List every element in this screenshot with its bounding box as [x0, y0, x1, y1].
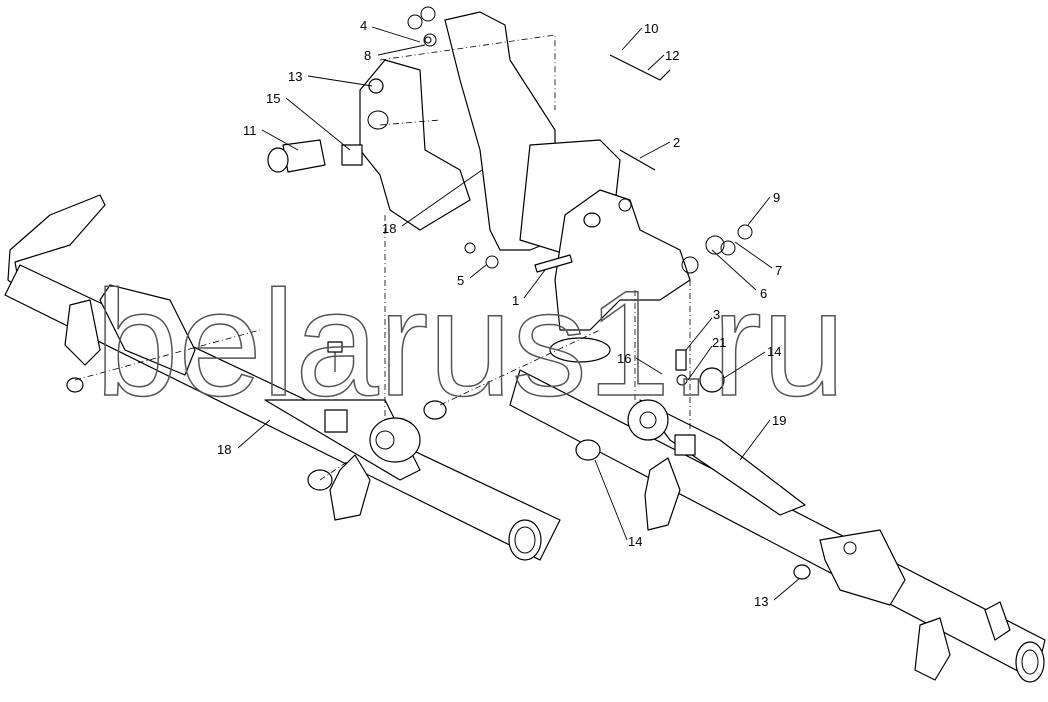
callout-3: 3 — [713, 307, 720, 322]
callout-6: 6 — [760, 286, 767, 301]
callout-19: 19 — [772, 413, 786, 428]
callout-21: 21 — [712, 335, 726, 350]
callout-13: 13 — [288, 69, 302, 84]
callout-1: 1 — [512, 293, 519, 308]
callout-18-bottom: 18 — [217, 442, 231, 457]
callout-7: 7 — [775, 263, 782, 278]
callout-16: 16 — [617, 351, 631, 366]
callout-12: 12 — [665, 48, 679, 63]
callout-14-lower: 14 — [628, 534, 642, 549]
callout-9: 9 — [773, 190, 780, 205]
callout-8: 8 — [364, 48, 371, 63]
callout-13-bottom: 13 — [754, 594, 768, 609]
left-tube — [4, 194, 561, 561]
callout-2: 2 — [673, 135, 680, 150]
right-tube — [509, 367, 1046, 683]
callout-14-upper: 14 — [767, 344, 781, 359]
callout-18-top: 18 — [382, 221, 396, 236]
callout-11: 11 — [243, 123, 257, 138]
callout-10: 10 — [644, 21, 658, 36]
callout-15: 15 — [266, 91, 280, 106]
callouts: 4 8 13 15 11 10 12 2 9 7 6 18 5 1 3 21 1… — [217, 18, 801, 609]
callout-5: 5 — [457, 273, 464, 288]
callout-4: 4 — [360, 18, 367, 33]
upper-frame — [267, 6, 753, 386]
center-lines — [74, 34, 691, 481]
watermark: belarus1.ru — [95, 259, 845, 427]
